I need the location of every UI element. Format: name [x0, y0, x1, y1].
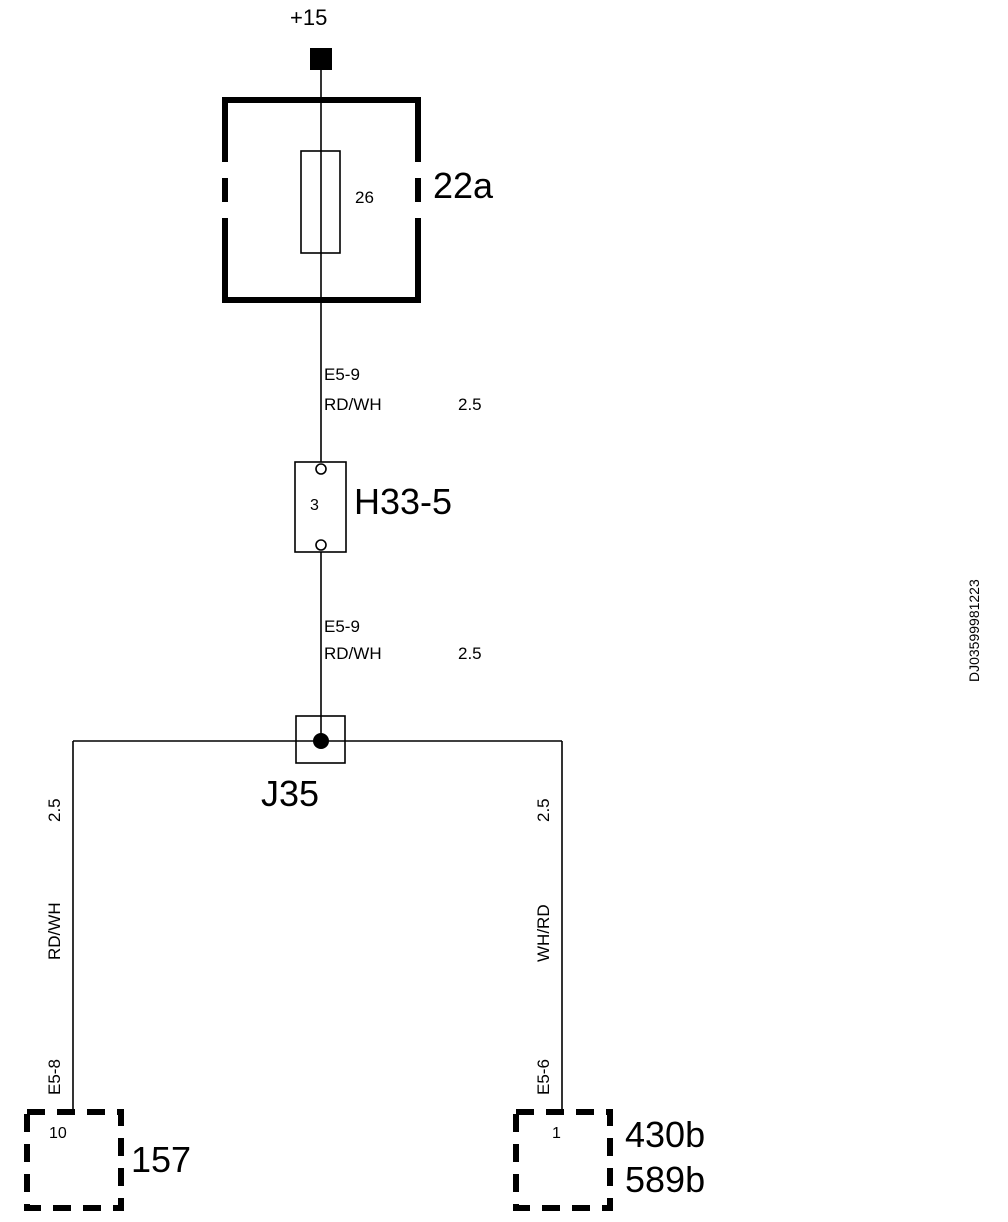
- connector-pin-bottom: [315, 539, 327, 551]
- wire-top-color: RD/WH: [324, 395, 382, 414]
- supply-label: +15: [290, 5, 327, 30]
- branch-left-size: 2.5: [45, 798, 64, 822]
- connector-pin-number: 3: [310, 497, 319, 514]
- component-right-box: [513, 1109, 613, 1211]
- supply-terminal: [310, 48, 332, 70]
- branch-left-color: RD/WH: [45, 902, 64, 960]
- fuse-box-id: 22a: [433, 165, 494, 206]
- wire-mid-code: E5-9: [324, 617, 360, 636]
- junction-id: J35: [261, 773, 319, 814]
- connector-id: H33-5: [354, 481, 452, 522]
- junction-dot: [313, 733, 329, 749]
- component-right-id-1: 430b: [625, 1114, 705, 1155]
- branch-right-code: E5-6: [534, 1059, 553, 1095]
- fuse-number: 26: [355, 188, 374, 207]
- branch-left-code: E5-8: [45, 1059, 64, 1095]
- fuse-box: [222, 97, 421, 303]
- component-right-pin: 1: [552, 1125, 561, 1142]
- component-left-pin: 10: [49, 1125, 67, 1142]
- connector-pin-top: [315, 463, 327, 475]
- document-code: DJ03599981223: [966, 579, 982, 682]
- component-left-id: 157: [131, 1139, 191, 1180]
- branch-right-color: WH/RD: [534, 904, 553, 962]
- component-right-id-2: 589b: [625, 1159, 705, 1200]
- wire-top-code: E5-9: [324, 365, 360, 384]
- wire-top-size: 2.5: [458, 395, 482, 414]
- wire-mid-size: 2.5: [458, 644, 482, 663]
- connector-body: [294, 461, 347, 553]
- branch-right-size: 2.5: [534, 798, 553, 822]
- wire-mid-color: RD/WH: [324, 644, 382, 663]
- component-left-box: [24, 1109, 124, 1211]
